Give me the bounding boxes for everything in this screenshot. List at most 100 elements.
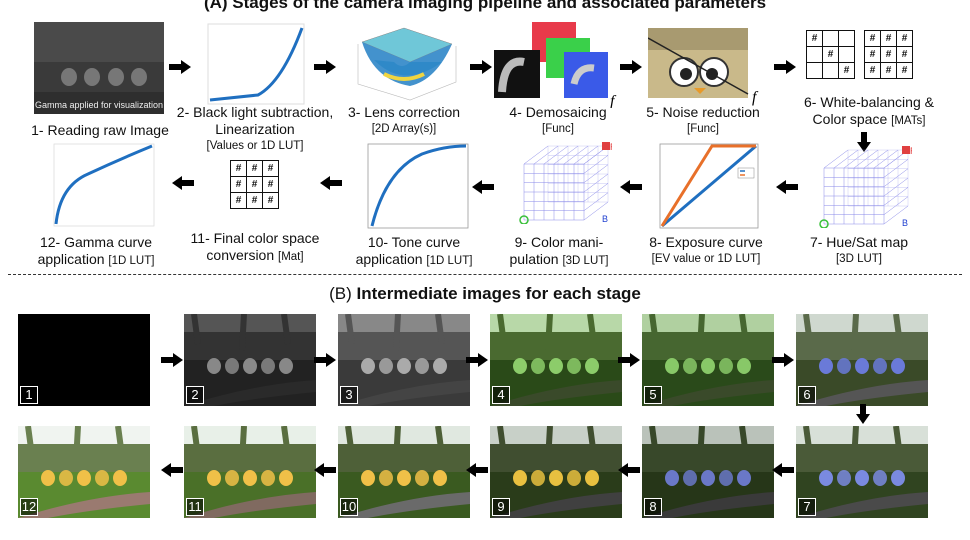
section-a-title: (A) Stages of the camera imaging pipelin… [203, 0, 767, 12]
matrix-cell [838, 30, 855, 47]
stage-7-sub: [3D LUT] [835, 253, 882, 265]
stage-8-line1: 8- Exposure curve [649, 234, 763, 250]
stage-2-line2: Linearization [215, 121, 295, 137]
stage-4-output-image: 4 [490, 314, 622, 406]
matrix-cell [806, 46, 823, 63]
stage-4-sub: [Func] [542, 123, 574, 135]
matrix-cell: # [246, 176, 263, 193]
matrix-cell [838, 46, 855, 63]
arrow-left-icon [618, 463, 640, 477]
stage-11-label: 11- Final color space conversion [Mat] [180, 230, 330, 266]
stage-number-badge: 11 [186, 498, 204, 516]
matrix-cell: # [896, 46, 913, 63]
matrix-cell: # [880, 62, 897, 79]
stage-number-badge: 12 [20, 498, 38, 516]
stage-7-line1: 7- Hue/Sat map [809, 234, 909, 250]
matrix-cell: # [262, 160, 279, 177]
matrix-cell [822, 62, 839, 79]
stage-2-output-image: 2 [184, 314, 316, 406]
white-balance-matrix: ### [806, 30, 855, 79]
stage-5-sub: [Func] [687, 123, 719, 135]
stage-9-label: 9- Color mani- pulation [3D LUT] [494, 234, 624, 270]
stage-6-line1: 6- White-balancing & [804, 94, 934, 110]
stage-number-badge: 9 [492, 498, 510, 516]
arrow-right-icon [314, 60, 336, 74]
stage-6-line2: Color space [812, 111, 888, 127]
stage-number-badge: 4 [492, 386, 510, 404]
matrix-cell [822, 30, 839, 47]
arrow-left-icon [466, 463, 488, 477]
stage-11-output-image: 11 [184, 426, 316, 518]
matrix-cell: # [246, 192, 263, 209]
arrow-right-icon [620, 60, 642, 74]
stage-number-badge: 5 [644, 386, 662, 404]
hue-sat-lut-cube: RB [819, 146, 912, 228]
section-b-title: (B) Intermediate images for each stage [0, 284, 970, 304]
stage-5-output-image: 5 [642, 314, 774, 406]
stage-number-badge: 7 [798, 498, 816, 516]
matrix-cell [806, 62, 823, 79]
arrow-right-icon [169, 60, 191, 74]
stage-12-line2: application [37, 251, 105, 267]
color-space-matrix: ######### [864, 30, 913, 79]
stage-9-line1: 9- Color mani- [514, 234, 604, 250]
matrix-cell: # [838, 62, 855, 79]
matrix-cell: # [864, 30, 881, 47]
stage-12-sub: [1D LUT] [108, 255, 155, 267]
stage-9-output-image: 9 [490, 426, 622, 518]
matrix-cell: # [262, 192, 279, 209]
stage-10-label: 10- Tone curve application [1D LUT] [334, 234, 494, 270]
stage-8-sub: [EV value or 1D LUT] [651, 253, 761, 265]
arrow-left-icon [620, 180, 642, 194]
arrow-right-icon [470, 60, 492, 74]
arrow-right-icon [772, 353, 794, 367]
stage-3-output-image: 3 [338, 314, 470, 406]
stage-4-label: 4- Demosaicing [Func] [494, 104, 622, 138]
stage-9-sub: [3D LUT] [562, 255, 609, 267]
matrix-cell: # [822, 46, 839, 63]
stage-3-sub: [2D Array(s)] [371, 123, 437, 135]
matrix-cell: # [262, 176, 279, 193]
stage-8-label: 8- Exposure curve [EV value or 1D LUT] [626, 234, 786, 268]
stage-10-sub: [1D LUT] [426, 255, 473, 267]
stage-8-output-image: 8 [642, 426, 774, 518]
tone-curve-plot [367, 143, 469, 229]
matrix-cell: # [880, 46, 897, 63]
stage-9-line2: pulation [509, 251, 559, 267]
raw-image-thumbnail: Gamma applied for visualization [34, 22, 164, 114]
demosaicing-planes: f [494, 22, 617, 108]
arrow-right-icon [618, 353, 640, 367]
stage-1-label: 1- Reading raw Image [31, 122, 169, 138]
arrow-left-icon [776, 180, 798, 194]
arrow-left-icon [320, 176, 342, 190]
func-symbol-4: f [610, 93, 617, 108]
cube-label-r: R [910, 146, 912, 156]
stage-11-sub: [Mat] [278, 251, 304, 263]
stage-3-line1: 3- Lens correction [347, 104, 461, 120]
stage-6-sub: [MATs] [891, 115, 926, 127]
final-color-matrix: ######### [230, 160, 279, 209]
matrix-cell: # [896, 30, 913, 47]
stage-3-label: 3- Lens correction [2D Array(s)] [334, 104, 474, 138]
gamma-curve-plot [53, 143, 155, 227]
stage-11-line2: conversion [206, 247, 275, 263]
stage-12-label: 12- Gamma curve application [1D LUT] [16, 234, 176, 270]
stage-6-label: 6- White-balancing & Color space [MATs] [788, 94, 950, 130]
arrow-left-icon [172, 176, 194, 190]
cube-label-b: B [602, 214, 608, 224]
arrow-left-icon [772, 463, 794, 477]
matrix-cell: # [864, 46, 881, 63]
arrow-right-icon [314, 353, 336, 367]
matrix-cell: # [230, 192, 247, 209]
cube-label-b: B [902, 218, 908, 228]
stage-number-badge: 2 [186, 386, 204, 404]
arrow-down-icon [856, 404, 870, 424]
stage-7-label: 7- Hue/Sat map [3D LUT] [794, 234, 924, 268]
arrow-right-icon [466, 353, 488, 367]
noise-reduction-closeup: f [648, 28, 759, 106]
stage-number-badge: 10 [340, 498, 358, 516]
stage-number-badge: 1 [20, 386, 38, 404]
matrix-cell: # [864, 62, 881, 79]
stage-2-label: 2- Black light subtraction, Linearizatio… [172, 104, 338, 155]
stage-2-sub: [Values or 1D LUT] [206, 140, 304, 152]
